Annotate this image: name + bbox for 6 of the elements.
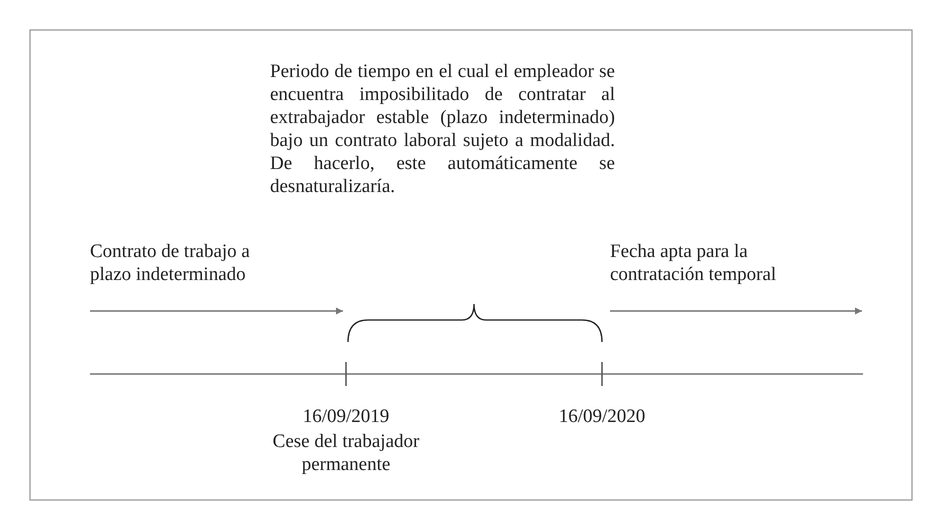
- description-paragraph: Periodo de tiempo en el cual el empleador se encuentra imposibilitado de contratar al extrabajador estable (plazo indeterminado) bajo un contrato laboral sujeto a modalidad. De hacerlo, este automáticamente se desnaturalizaría.: [270, 60, 615, 198]
- period-label: Contrato de trabajo a plazo indeterminado: [90, 240, 251, 286]
- date-label: 16/09/2019: [302, 405, 390, 428]
- period-label: Fecha apta para la contratación temporal: [610, 240, 778, 286]
- date-label: 16/09/2020: [558, 405, 646, 428]
- event-label: Cese del trabajador permanente: [272, 430, 420, 476]
